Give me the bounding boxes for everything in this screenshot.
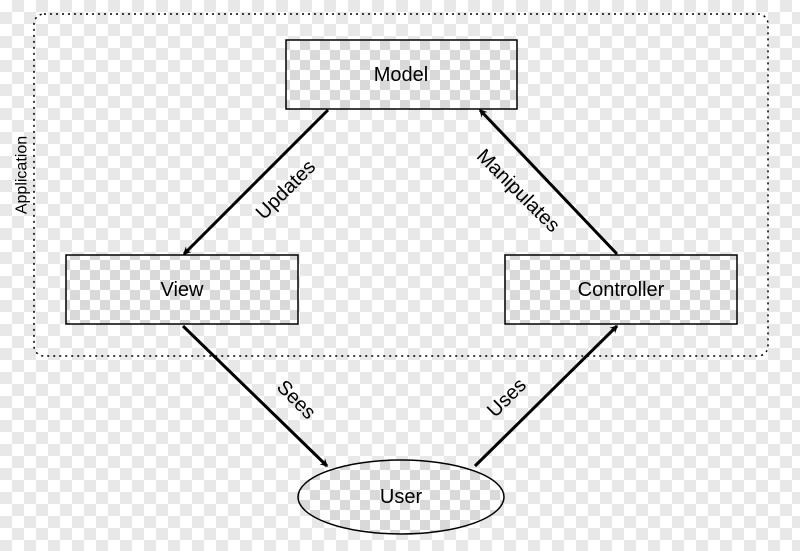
edge-sees-arrow bbox=[181, 324, 329, 468]
node-controller-box bbox=[504, 254, 738, 325]
edge-updates-arrow bbox=[182, 108, 330, 256]
node-controller-label: Controller bbox=[578, 279, 665, 301]
node-controller: Controller bbox=[504, 254, 738, 325]
edge-manipulates-label: Manipulates bbox=[472, 145, 564, 237]
edge-manipulates: Manipulates bbox=[472, 108, 619, 256]
node-user-label: User bbox=[380, 486, 423, 508]
node-model-label: Model bbox=[374, 64, 428, 86]
application-boundary bbox=[33, 13, 769, 357]
node-model: Model bbox=[285, 39, 518, 110]
edge-uses: Uses bbox=[473, 324, 619, 468]
edge-updates: Updates bbox=[182, 108, 330, 256]
edge-sees: Sees bbox=[181, 324, 329, 468]
edge-sees-label: Sees bbox=[272, 376, 320, 424]
node-user: User bbox=[297, 459, 505, 535]
node-view-label: View bbox=[161, 279, 205, 301]
node-view-box bbox=[65, 254, 299, 325]
edge-uses-arrow bbox=[473, 324, 619, 468]
node-view: View bbox=[65, 254, 299, 325]
edge-manipulates-arrow bbox=[478, 108, 619, 256]
node-user-ellipse bbox=[297, 459, 505, 535]
application-label: Application bbox=[14, 136, 31, 214]
node-model-box bbox=[285, 39, 518, 110]
application-group: Application bbox=[14, 13, 769, 357]
edge-uses-label: Uses bbox=[483, 374, 531, 422]
edge-updates-label: Updates bbox=[252, 156, 320, 224]
